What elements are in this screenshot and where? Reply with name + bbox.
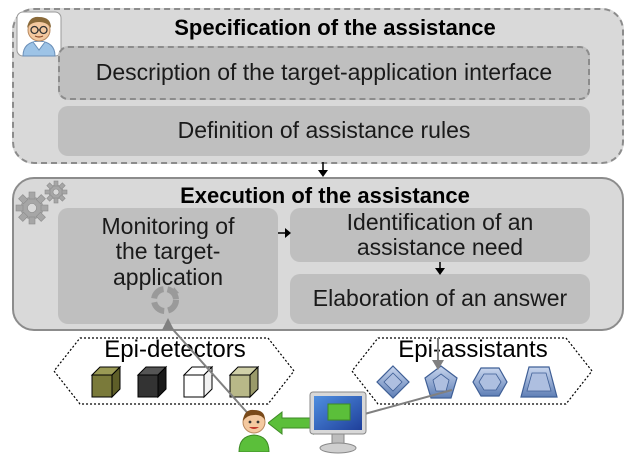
monitoring-box: Monitoring of the target-application xyxy=(58,208,278,324)
rules-box: Definition of assistance rules xyxy=(58,106,590,156)
cycle-icon xyxy=(151,286,179,314)
detector-cube-khaki-icon xyxy=(228,365,260,399)
assistant-trapezoid-icon xyxy=(520,366,558,398)
designer-avatar-icon xyxy=(16,11,62,57)
description-box: Description of the target-application in… xyxy=(58,46,590,100)
assistant-diamond-icon xyxy=(376,365,410,399)
identification-box: Identification of an assistance need xyxy=(290,208,590,262)
identification-to-elaboration-arrow xyxy=(435,262,445,275)
assistant-to-screen-arrow xyxy=(349,389,453,419)
execution-title: Execution of the assistance xyxy=(180,183,470,208)
monitoring-to-identification-arrow xyxy=(278,228,291,238)
assistant-shapes xyxy=(376,365,558,399)
gears-icon xyxy=(15,180,68,225)
assistant-hexagon-icon xyxy=(472,367,508,397)
elaboration-box: Elaboration of an answer xyxy=(290,274,590,324)
epi-assistants-label: Epi-assistants xyxy=(398,336,548,363)
interaction-double-arrow-icon xyxy=(268,410,328,436)
spec-to-execution-arrow xyxy=(318,162,328,177)
detector-cube-olive-icon xyxy=(90,365,122,399)
specification-title: Specification of the assistance xyxy=(174,15,496,40)
detector-cube-white-icon xyxy=(182,365,214,399)
computer-monitor-icon xyxy=(309,391,367,454)
user-to-monitoring-arrow xyxy=(167,323,253,419)
detector-cubes xyxy=(90,365,260,399)
user-avatar-icon xyxy=(238,409,270,452)
detector-cube-black-icon xyxy=(136,365,168,399)
epi-detectors-label: Epi-detectors xyxy=(104,336,246,363)
